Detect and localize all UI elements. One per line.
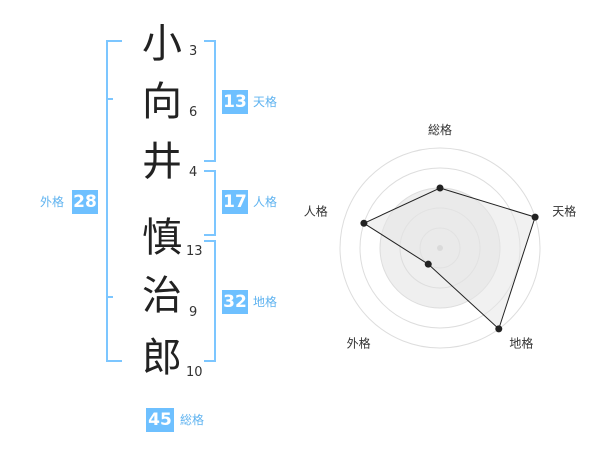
gaikaku-bracket-tick	[106, 98, 113, 100]
radar-ring	[339, 147, 541, 349]
chikaku-value: 32	[222, 290, 248, 314]
radar-point-4	[424, 260, 432, 268]
soukaku-label: 総格	[180, 413, 205, 427]
stroke-count-5: 9	[189, 305, 198, 320]
radar-point-3	[495, 325, 503, 333]
name-char-4: 慎	[142, 215, 182, 261]
jinkaku-value: 17	[222, 190, 248, 214]
chikaku-label: 地格	[253, 295, 278, 309]
stroke-count-6: 10	[186, 365, 203, 380]
stroke-count-1: 3	[189, 44, 198, 59]
radar-point-2	[531, 213, 539, 221]
name-char-2: 向	[142, 79, 182, 125]
gaikaku-bracket-tick	[106, 296, 113, 298]
name-char-3: 井	[142, 139, 182, 185]
stroke-count-3: 4	[189, 165, 198, 180]
soukaku-value: 45	[146, 408, 174, 432]
name-char-1: 小	[142, 21, 182, 67]
radar-axis-label-2: 天格	[552, 204, 576, 219]
radar-axis-label-5: 人格	[304, 204, 328, 219]
gaikaku-label: 外格	[40, 195, 65, 209]
radar-series-polygon	[362, 187, 536, 330]
radar-point-1	[436, 184, 444, 192]
tenkaku-value: 13	[222, 90, 248, 114]
chikaku-bracket	[204, 240, 216, 362]
name-char-5: 治	[142, 273, 182, 319]
radar-axis-label-3: 地格	[509, 335, 533, 350]
radar-point-5	[360, 219, 368, 227]
tenkaku-label: 天格	[253, 95, 278, 109]
gaikaku-bracket	[106, 40, 122, 362]
stroke-count-4: 13	[186, 244, 203, 259]
name-char-6: 郎	[142, 335, 182, 381]
jinkaku-bracket	[204, 170, 216, 236]
stroke-count-2: 6	[189, 105, 198, 120]
gaikaku-value: 28	[72, 190, 98, 214]
radar-axis-label-4: 外格	[347, 335, 371, 350]
jinkaku-label: 人格	[253, 195, 278, 209]
radar-axis-label-1: 総格	[428, 122, 452, 137]
tenkaku-bracket	[204, 40, 216, 162]
